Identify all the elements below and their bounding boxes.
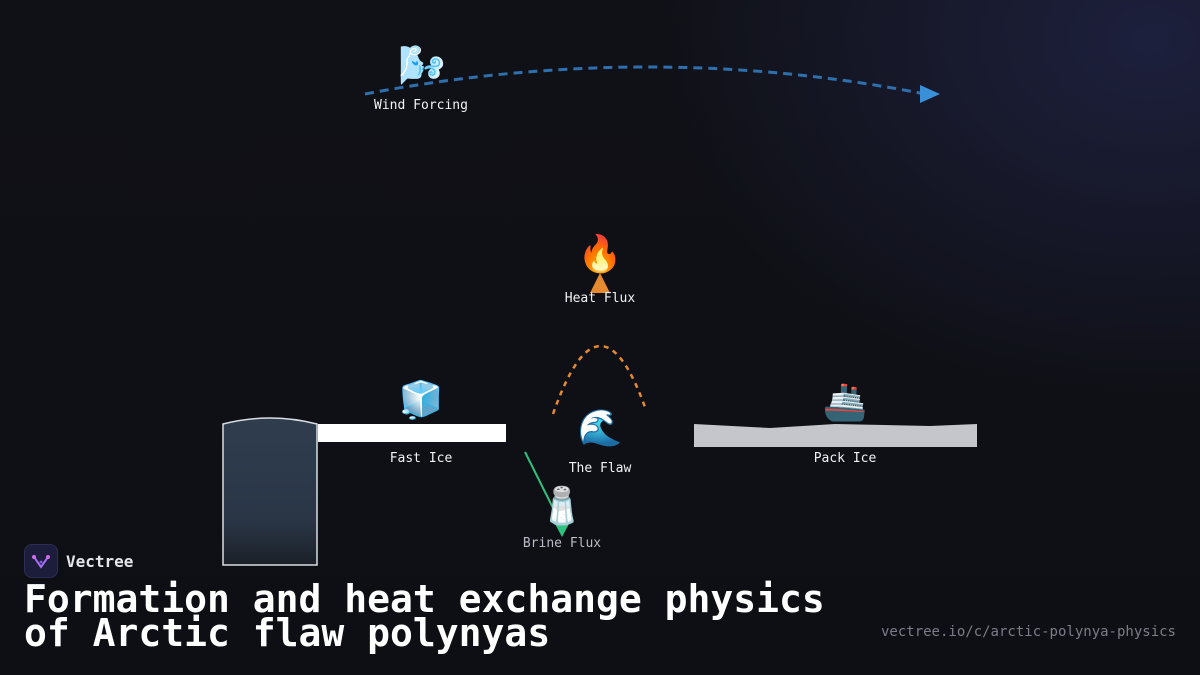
coastline (222, 417, 318, 566)
wind-arrowhead (920, 85, 940, 103)
heat-plume-arc (551, 344, 648, 415)
wind-forcing-arc (364, 65, 926, 96)
brine-flux-arrowhead (553, 520, 571, 537)
brine-flux-line (524, 451, 557, 515)
source-url: vectree.io/c/arctic-polynya-physics (880, 624, 1176, 640)
brand-name: Vectree (66, 551, 134, 571)
brand: Vectree (24, 544, 133, 578)
wind-icon: 🌬️ (398, 43, 445, 87)
heat-flux-label: Heat Flux (565, 291, 636, 306)
brine-flux-label: Brine Flux (523, 536, 601, 551)
ship-icon: 🚢 (823, 382, 868, 423)
pack-ice-label: Pack Ice (814, 451, 877, 466)
ice-cube-icon: 🧊 (399, 379, 444, 421)
vectree-logo-icon (24, 544, 58, 578)
heat-flux-arrowhead (590, 273, 610, 293)
page-title: Formation and heat exchange physics of A… (24, 577, 825, 655)
pack-ice-slab (694, 424, 977, 447)
the-flaw-label: The Flaw (569, 461, 632, 476)
salt-shaker-icon: 🧂 (540, 484, 585, 527)
wind-forcing-label: Wind Forcing (374, 98, 468, 113)
fast-ice-label: Fast Ice (390, 451, 453, 466)
fast-ice-slab (318, 424, 506, 442)
water-wave-icon: 🌊 (578, 407, 623, 449)
fire-icon: 🔥 (578, 233, 623, 275)
